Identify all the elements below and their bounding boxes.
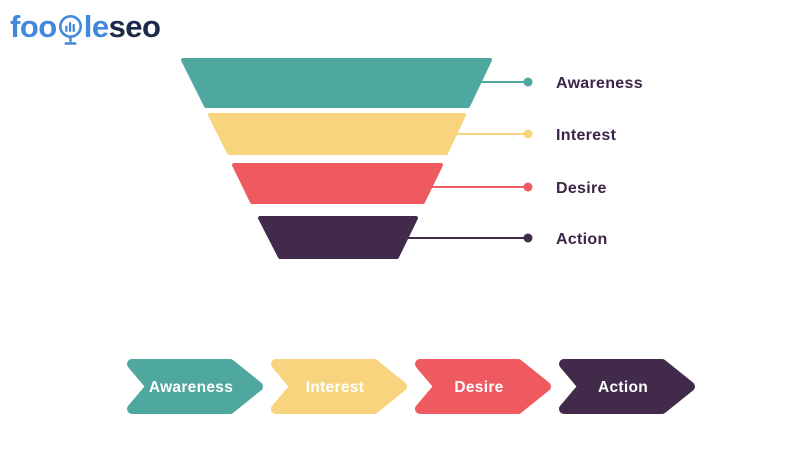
globe-bar-chart-icon bbox=[58, 15, 82, 45]
connector-dot-interest bbox=[523, 129, 533, 139]
funnel-stage-desire bbox=[232, 163, 443, 204]
logo-text-seo: seo bbox=[108, 9, 161, 44]
connector-dot-action bbox=[523, 233, 533, 243]
logo-text-foo: foo bbox=[10, 9, 57, 44]
arrow-label-action: Action bbox=[598, 379, 648, 396]
logo-text-le: le bbox=[83, 9, 109, 44]
connector-dot-awareness bbox=[523, 77, 533, 87]
foogleseo-logo: foo le seo bbox=[10, 6, 161, 48]
funnel-label-action: Action bbox=[556, 231, 608, 248]
arrow-step-awareness bbox=[127, 359, 263, 414]
arrow-step-interest bbox=[271, 359, 407, 414]
connector-dot-desire bbox=[523, 182, 533, 192]
funnel-stage-action bbox=[258, 216, 418, 259]
arrow-step-action bbox=[559, 359, 695, 414]
arrow-label-awareness: Awareness bbox=[149, 379, 233, 396]
funnel-label-interest: Interest bbox=[556, 127, 617, 144]
funnel-label-desire: Desire bbox=[556, 180, 607, 197]
funnel-stage-interest bbox=[208, 113, 466, 155]
arrow-step-desire bbox=[415, 359, 551, 414]
funnel-label-awareness: Awareness bbox=[556, 75, 643, 92]
arrow-label-desire: Desire bbox=[454, 379, 503, 396]
funnel-stage-awareness bbox=[181, 58, 492, 108]
arrow-label-interest: Interest bbox=[306, 379, 364, 396]
